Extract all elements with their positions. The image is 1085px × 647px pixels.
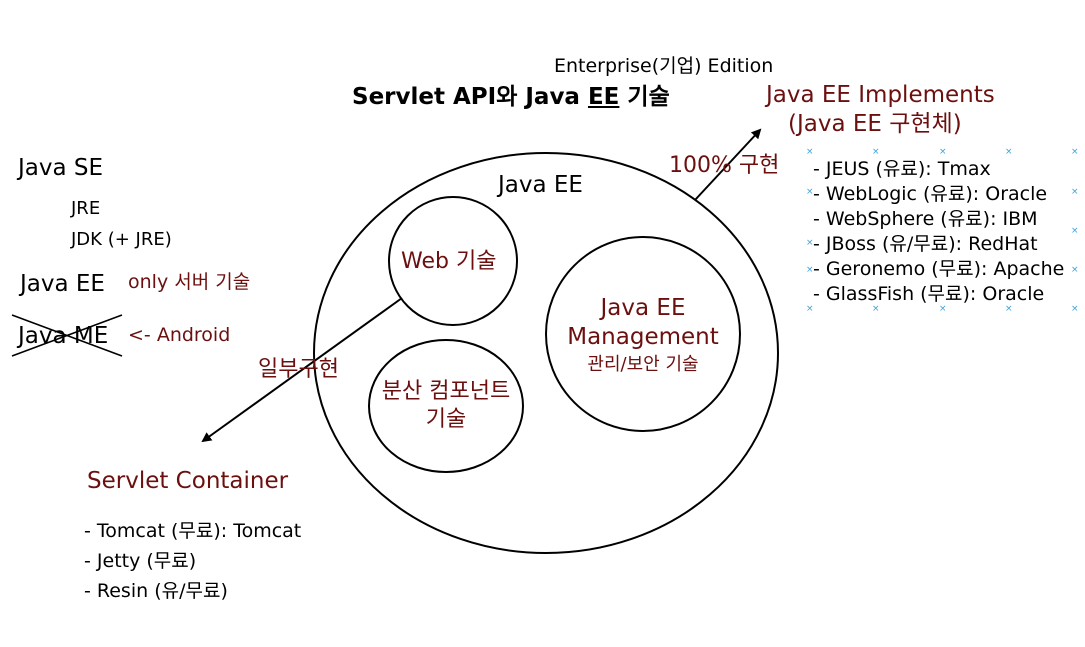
page-title-suffix: 기술 <box>619 84 670 110</box>
jre-label: JRE <box>71 198 101 219</box>
selection-handle-icon: × <box>806 238 814 248</box>
jdk-label: JDK (+ JRE) <box>71 229 172 250</box>
list-item: - WebLogic (유료): Oracle <box>813 183 1048 205</box>
selection-handle-icon: × <box>806 187 814 197</box>
list-item: - Tomcat (무료): Tomcat <box>84 520 302 542</box>
servlet-container-title: Servlet Container <box>87 468 289 494</box>
web-tech-label: Web 기술 <box>401 249 497 274</box>
partial-impl-arrow <box>201 297 403 443</box>
java-me-note: <- Android <box>128 324 231 346</box>
selection-handle-icon: × <box>806 304 814 314</box>
java-ee-note: only 서버 기술 <box>128 271 251 293</box>
page-title-prefix: Servlet API와 Java <box>352 84 588 110</box>
java-se-label: Java SE <box>18 155 104 181</box>
selection-handle-icon: × <box>939 147 947 157</box>
list-item: - Geronemo (무료): Apache <box>813 258 1065 280</box>
selection-handle-icon: × <box>1005 304 1013 314</box>
distributed-component-circle <box>368 339 524 473</box>
selection-handle-icon: × <box>872 147 880 157</box>
selection-handle-icon: × <box>1071 226 1079 236</box>
selection-handle-icon: × <box>1071 187 1079 197</box>
page-title: Servlet API와 Java EE 기술 <box>352 84 670 110</box>
java-ee-outer-label: Java EE <box>498 172 583 198</box>
page-title-ee: EE <box>587 84 620 110</box>
list-item: - GlassFish (무료): Oracle <box>813 283 1045 305</box>
list-item: - JBoss (유/무료): RedHat <box>813 233 1038 255</box>
distributed-component-line-2: 기술 <box>425 407 467 432</box>
list-item: - JEUS (유료): Tmax <box>813 158 991 180</box>
implements-title-line-1: Java EE Implements <box>766 82 995 108</box>
management-circle <box>545 236 741 432</box>
java-me-strike-line-2 <box>11 314 123 357</box>
list-item: - WebSphere (유료): IBM <box>813 208 1038 230</box>
management-line-3: 관리/보안 기술 <box>587 354 699 375</box>
distributed-component-label: 분산 컴포넌트 기술 <box>369 378 523 434</box>
distributed-component-line-1: 분산 컴포넌트 <box>381 379 511 404</box>
full-impl-arrow <box>694 128 762 201</box>
management-line-1: Java EE <box>600 295 686 321</box>
implements-title-line-2: (Java EE 구현체) <box>788 111 962 137</box>
list-item: - Resin (유/무료) <box>84 580 228 602</box>
selection-handle-icon: × <box>1005 147 1013 157</box>
full-impl-label: 100% 구현 <box>669 153 780 178</box>
java-ee-outer-ellipse <box>313 152 779 554</box>
selection-handle-icon: × <box>1071 147 1079 157</box>
management-label: Java EE Management 관리/보안 기술 <box>546 294 740 378</box>
management-line-2: Management <box>567 324 719 350</box>
selection-handle-icon: × <box>806 147 814 157</box>
java-ee-label: Java EE <box>20 271 105 297</box>
selection-handle-icon: × <box>872 304 880 314</box>
implements-list: - JEUS (유료): Tmax - WebLogic (유료): Oracl… <box>813 157 1064 307</box>
list-item: - Jetty (무료) <box>84 550 197 572</box>
selection-handle-icon: × <box>1071 265 1079 275</box>
servlet-container-list: - Tomcat (무료): Tomcat - Jetty (무료) - Res… <box>84 516 301 606</box>
selection-handle-icon: × <box>939 304 947 314</box>
selection-handle-icon: × <box>806 265 814 275</box>
selection-handle-icon: × <box>1071 304 1079 314</box>
partial-impl-label: 일부구현 <box>258 357 339 382</box>
java-me-label: Java ME <box>18 323 109 349</box>
web-tech-circle <box>388 196 518 326</box>
edition-subtitle: Enterprise(기업) Edition <box>554 55 774 77</box>
